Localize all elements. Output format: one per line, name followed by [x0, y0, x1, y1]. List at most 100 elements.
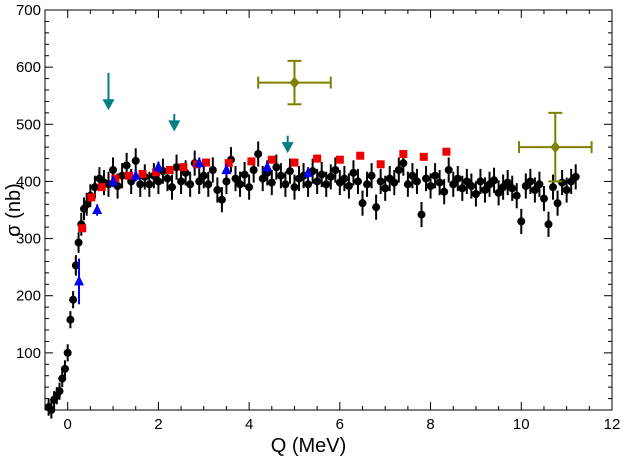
data-point-square: [247, 157, 256, 166]
data-point: [408, 171, 417, 180]
data-point-square: [138, 170, 147, 178]
data-point: [168, 183, 177, 192]
y-tick-label: 400: [16, 173, 41, 190]
data-point: [240, 170, 249, 179]
data-point-triangle-up: [194, 157, 205, 168]
data-point: [503, 178, 512, 187]
data-point: [440, 187, 449, 196]
data-point: [549, 183, 558, 192]
y-tick-label: 500: [16, 116, 41, 133]
data-point: [349, 168, 358, 177]
data-point: [172, 163, 181, 172]
data-point: [562, 186, 571, 194]
data-point: [467, 182, 476, 190]
data-point: [74, 238, 83, 247]
data-point: [490, 176, 499, 185]
data-point: [317, 170, 326, 179]
data-point-square: [376, 160, 385, 169]
data-point: [63, 348, 72, 357]
data-point: [390, 178, 399, 187]
data-point: [381, 184, 390, 193]
y-tick-label: 100: [16, 345, 41, 362]
data-point: [71, 261, 80, 270]
x-tick-label: 2: [154, 416, 162, 433]
x-tick-label: 12: [604, 416, 621, 433]
data-point: [177, 177, 186, 186]
data-point: [285, 167, 294, 176]
data-point-square: [419, 152, 428, 161]
data-point: [426, 182, 435, 190]
data-point-triangle-down: [102, 99, 115, 111]
data-point-triangle-up: [221, 164, 232, 174]
x-tick-label: 0: [64, 416, 72, 433]
data-point: [539, 194, 548, 203]
data-point: [353, 177, 362, 186]
data-point: [222, 177, 231, 186]
data-point: [281, 180, 290, 189]
data-point: [417, 210, 426, 219]
data-point: [508, 184, 517, 193]
data-point: [204, 180, 213, 189]
data-point-triangle-up: [108, 175, 119, 186]
data-point: [363, 180, 372, 189]
data-point: [186, 180, 195, 189]
data-point: [322, 180, 331, 189]
data-point: [258, 174, 267, 183]
x-tick-label: 6: [336, 416, 344, 433]
data-point: [480, 186, 489, 194]
data-point-diamond: [289, 76, 300, 89]
data-point: [571, 172, 580, 181]
data-point: [394, 166, 403, 174]
x-tick-label: 10: [513, 416, 530, 433]
data-point: [431, 171, 440, 180]
data-point-triangle-down: [168, 120, 181, 132]
data-point: [290, 183, 299, 192]
data-point: [131, 156, 140, 165]
data-point: [90, 183, 99, 192]
data-point: [213, 186, 222, 194]
data-point-triangle-up: [262, 161, 273, 172]
x-axis-title: Q (MeV): [271, 435, 347, 457]
data-point: [530, 186, 539, 194]
data-point-square: [124, 171, 133, 180]
data-point-square: [224, 159, 233, 168]
data-point: [471, 190, 480, 198]
data-point: [422, 174, 431, 183]
data-point: [236, 180, 245, 189]
data-point: [154, 177, 163, 186]
data-point: [558, 178, 567, 187]
data-point: [109, 166, 118, 174]
data-point-triangle-up: [303, 166, 314, 177]
data-point: [69, 295, 78, 304]
data-point: [199, 171, 208, 180]
data-point-square: [97, 183, 106, 192]
data-point-triangle-up: [153, 161, 164, 172]
data-point: [208, 166, 217, 174]
data-point-square: [313, 154, 322, 163]
data-point-square: [267, 155, 276, 164]
data-point: [326, 172, 335, 181]
data-point: [304, 180, 313, 189]
data-point-triangle-up: [74, 275, 85, 286]
data-point: [517, 217, 526, 226]
data-point: [217, 195, 226, 204]
data-point-square: [290, 158, 299, 167]
data-point: [60, 364, 69, 373]
data-point-triangle-up: [92, 204, 103, 214]
data-point: [344, 182, 353, 190]
data-point: [249, 166, 258, 174]
data-point-square: [165, 166, 174, 174]
data-point: [444, 166, 453, 174]
data-point: [449, 180, 458, 189]
data-point-square: [87, 193, 96, 202]
y-tick-label: 200: [16, 288, 41, 305]
data-point-square: [111, 174, 120, 183]
data-point: [403, 180, 412, 189]
data-point: [358, 199, 367, 208]
y-tick-label: 700: [16, 2, 41, 19]
data-point-triangle-down: [281, 142, 294, 154]
data-point-square: [152, 168, 161, 177]
data-point: [66, 315, 75, 324]
